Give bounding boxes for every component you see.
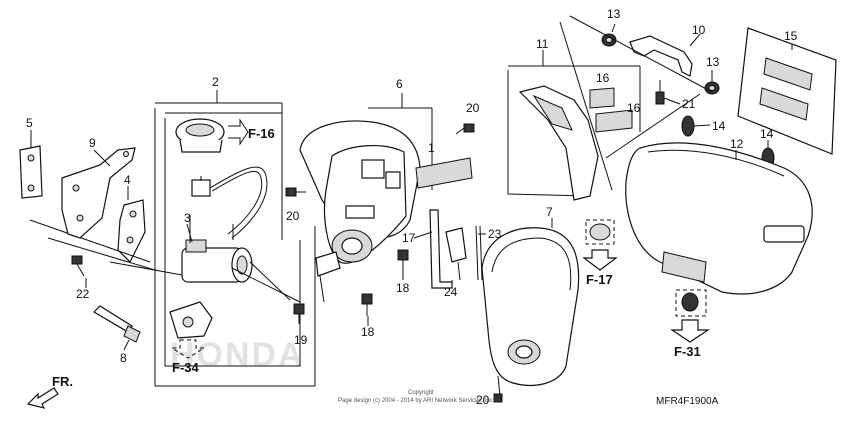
label-20-bottom: 20 <box>476 393 490 407</box>
label-14-b: 14 <box>760 127 774 141</box>
panel-inner <box>518 85 599 201</box>
label-19: 19 <box>294 333 308 347</box>
ignition-switch-group <box>29 90 316 387</box>
label-16-a-text: 16 <box>596 71 610 85</box>
air-cleaner-group <box>299 93 473 303</box>
decal-sheet-15 <box>737 27 837 155</box>
mesh-element-1 <box>415 157 473 189</box>
ref-f16: F-16 <box>248 126 275 141</box>
label-4: 4 <box>124 173 131 187</box>
connector <box>191 179 211 197</box>
label-7: 7 <box>546 205 553 219</box>
screw-19 <box>293 303 305 324</box>
screw-20-top <box>455 123 475 135</box>
label-24: 24 <box>444 285 458 299</box>
label-17: 17 <box>402 231 416 245</box>
label-9: 9 <box>89 136 96 150</box>
panel-group-11 <box>507 50 641 201</box>
label-16-a <box>589 87 615 109</box>
label-20-left: 20 <box>286 209 300 223</box>
label-20-top: 20 <box>466 101 480 115</box>
label-22: 22 <box>76 287 90 301</box>
label-12: 12 <box>730 137 744 151</box>
label-5: 5 <box>26 116 33 130</box>
label-18-a: 18 <box>396 281 410 295</box>
ref-fr: FR. <box>52 374 73 389</box>
label-11: 11 <box>536 37 549 51</box>
ref-f31: F-31 <box>674 344 701 359</box>
label-10: 10 <box>692 23 706 37</box>
label-2: 2 <box>212 75 219 89</box>
bracket-10 <box>629 35 693 77</box>
front-direction-arrow <box>26 387 59 409</box>
tool-24-screwdriver <box>445 227 467 281</box>
grommet-f17 <box>589 223 611 241</box>
diagram-code: MFR4F1900A <box>656 396 719 407</box>
ref-f34: F-34 <box>172 360 200 375</box>
key-8 <box>93 305 141 343</box>
label-1: 1 <box>428 141 435 155</box>
bracket-4 <box>117 199 146 264</box>
label-3: 3 <box>184 211 191 225</box>
label-16-b-text: 16 <box>627 101 641 115</box>
bolt-22 <box>71 255 85 277</box>
right-side-cover <box>625 142 813 295</box>
label-23: 23 <box>488 227 502 241</box>
tool-23-rod <box>475 225 483 281</box>
copyright-title: Copyright <box>408 390 434 396</box>
screw-18-b <box>361 293 373 316</box>
label-8: 8 <box>120 351 127 365</box>
label-13-a: 13 <box>607 7 621 21</box>
label-14-a: 14 <box>712 119 726 133</box>
grommet-13-a <box>601 33 617 47</box>
screw-18-a <box>397 249 409 272</box>
ref-f17: F-17 <box>586 272 613 287</box>
label-21: 21 <box>682 97 696 111</box>
grommet-13-b <box>704 81 720 95</box>
label-13-b: 13 <box>706 55 720 69</box>
label-6: 6 <box>396 77 403 91</box>
left-side-cover <box>481 227 580 403</box>
label-18-b: 18 <box>361 325 375 339</box>
grommet-14-a <box>681 115 695 137</box>
tool-17-wrench <box>429 209 453 289</box>
plate-5 <box>19 145 43 199</box>
label-16-b <box>595 109 633 133</box>
label-15: 15 <box>784 29 798 43</box>
bolt-21 <box>655 80 665 105</box>
grommet-f31 <box>681 292 699 312</box>
screw-20-left <box>285 187 306 197</box>
copyright-notice: Page design (c) 2004 - 2014 by ARI Netwo… <box>338 398 495 404</box>
